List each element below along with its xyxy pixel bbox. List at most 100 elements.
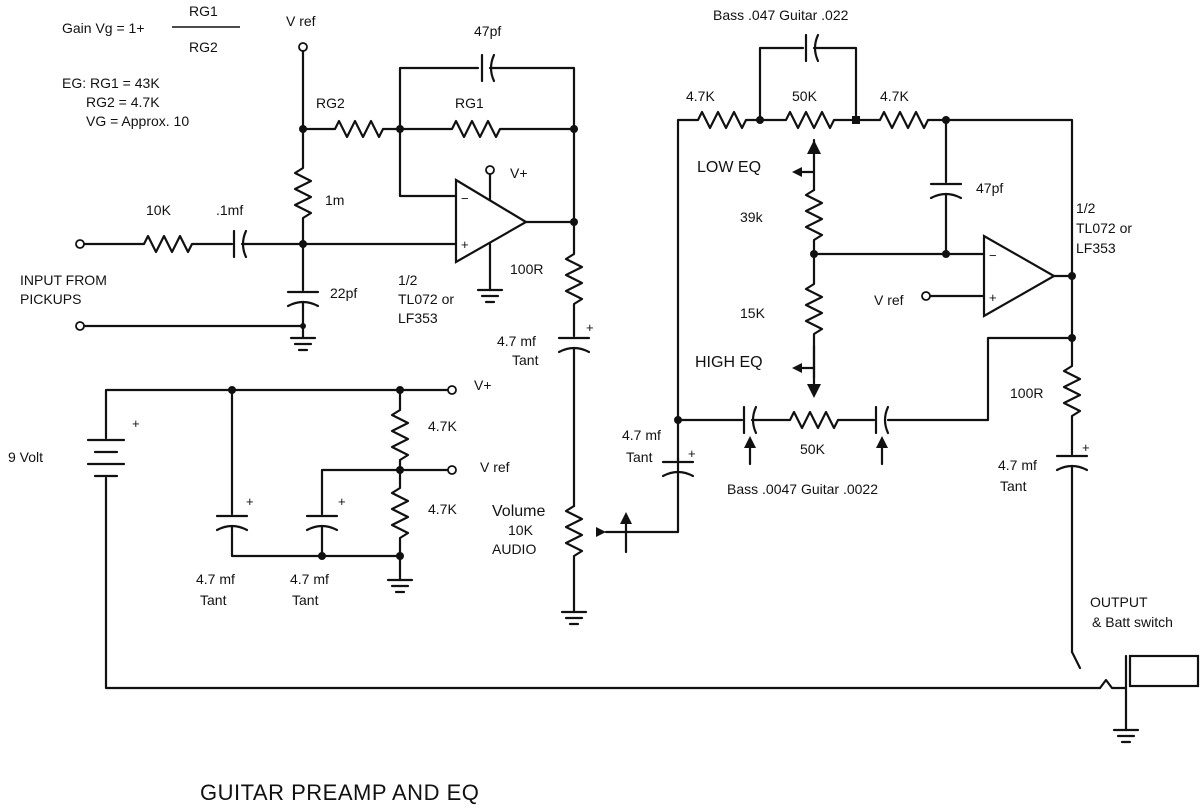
- gain-formula: Gain Vg = 1+ RG1 RG2 EG: RG1 = 43K RG2 =…: [62, 3, 240, 129]
- eq-stage: Bass .047 Guitar .022 4.7K 50K 4.7K 47pf…: [622, 7, 1200, 744]
- svg-text:47pf: 47pf: [474, 23, 501, 39]
- pot-50k-bottom: [750, 410, 876, 430]
- svg-text:15K: 15K: [740, 305, 766, 321]
- svg-text:V ref: V ref: [286, 13, 316, 29]
- svg-text:TL072 or: TL072 or: [1076, 220, 1132, 236]
- resistor-100r-2: [1062, 336, 1082, 456]
- svg-text:EG: RG1 = 43K: EG: RG1 = 43K: [62, 75, 160, 91]
- svg-text:50K: 50K: [800, 441, 826, 457]
- resistor-4k7-eq-right: [854, 110, 948, 130]
- volume-pot: [564, 504, 584, 614]
- resistor-4k7-bottom: [390, 468, 410, 558]
- svg-text:50K: 50K: [792, 88, 818, 104]
- svg-text:100R: 100R: [510, 261, 543, 277]
- svg-text:V ref: V ref: [874, 292, 904, 308]
- svg-text:+: +: [338, 494, 346, 509]
- svg-text:Tant: Tant: [292, 592, 319, 608]
- output-jack: [1128, 654, 1200, 688]
- svg-text:+: +: [586, 320, 594, 335]
- svg-text:Tant: Tant: [626, 449, 653, 465]
- svg-text:AUDIO: AUDIO: [492, 541, 536, 557]
- svg-text:1/2: 1/2: [398, 272, 418, 288]
- svg-text:47pf: 47pf: [976, 180, 1003, 196]
- svg-text:INPUT FROM: INPUT FROM: [20, 272, 107, 288]
- svg-text:9 Volt: 9 Volt: [8, 449, 43, 465]
- svg-text:V+: V+: [510, 165, 528, 181]
- svg-text:1/2: 1/2: [1076, 200, 1096, 216]
- ground-symbol-3: [560, 610, 588, 626]
- svg-text:Tant: Tant: [200, 592, 227, 608]
- input-ground-terminal: [75, 321, 85, 331]
- vref-opamp2-terminal: [921, 291, 931, 301]
- svg-text:LF353: LF353: [398, 310, 438, 326]
- ground-symbol-1: [289, 336, 317, 352]
- svg-text:10K: 10K: [508, 522, 534, 538]
- svg-text:+: +: [461, 237, 469, 252]
- vref-supply-terminal: [447, 465, 457, 475]
- diagram-title: GUITAR PREAMP AND EQ: [200, 780, 479, 805]
- resistor-4k7-eq-left: [676, 110, 762, 420]
- resistor-39k: [804, 188, 824, 256]
- resistor-100r-1: [564, 220, 584, 338]
- svg-text:4.7K: 4.7K: [686, 88, 715, 104]
- svg-text:+: +: [1082, 440, 1090, 455]
- vplus-supply-terminal: [447, 385, 457, 395]
- svg-text:RG2 = 4.7K: RG2 = 4.7K: [86, 94, 160, 110]
- svg-text:LOW EQ: LOW EQ: [697, 159, 761, 176]
- svg-text:39k: 39k: [740, 209, 764, 225]
- svg-text:4.7K: 4.7K: [880, 88, 909, 104]
- resistor-15k: [804, 252, 824, 380]
- svg-text:10K: 10K: [146, 202, 172, 218]
- opamp-1: [454, 178, 529, 264]
- resistor-1m: [293, 127, 313, 246]
- svg-text:VG = Approx. 10: VG = Approx. 10: [86, 113, 189, 129]
- preamp-stage: V ref RG2 RG1 47pf 1m INPUT FROM PICKUPS…: [20, 13, 680, 626]
- svg-text:RG1: RG1: [189, 3, 218, 19]
- pot-50k-top: [758, 110, 858, 130]
- svg-text:OUTPUT: OUTPUT: [1090, 594, 1148, 610]
- svg-text:RG2: RG2: [189, 39, 218, 55]
- svg-text:4.7 mf: 4.7 mf: [998, 457, 1037, 473]
- svg-text:+: +: [989, 290, 997, 305]
- svg-text:Tant: Tant: [512, 352, 539, 368]
- svg-text:4.7K: 4.7K: [428, 501, 457, 517]
- svg-text:+: +: [132, 416, 140, 431]
- svg-text:−: −: [461, 191, 469, 206]
- svg-text:V ref: V ref: [480, 459, 510, 475]
- svg-text:4.7 mf: 4.7 mf: [622, 427, 661, 443]
- input-terminal: [75, 239, 85, 249]
- ground-symbol-2: [476, 288, 504, 304]
- resistor-rg1: [398, 119, 576, 139]
- svg-text:V+: V+: [474, 377, 492, 393]
- svg-text:4.7 mf: 4.7 mf: [497, 333, 536, 349]
- svg-text:Bass .047 Guitar .022: Bass .047 Guitar .022: [713, 7, 849, 23]
- svg-text:4.7 mf: 4.7 mf: [290, 571, 329, 587]
- svg-text:& Batt switch: & Batt switch: [1092, 614, 1173, 630]
- ground-symbol-4: [386, 578, 414, 594]
- svg-text:22pf: 22pf: [330, 285, 357, 301]
- resistor-4k7-top: [390, 388, 410, 472]
- opamp-2: [982, 234, 1057, 318]
- svg-text:Bass .0047 Guitar .0022: Bass .0047 Guitar .0022: [727, 481, 878, 497]
- svg-text:1m: 1m: [325, 192, 344, 208]
- resistor-rg2: [301, 119, 402, 139]
- svg-text:Tant: Tant: [1000, 478, 1027, 494]
- svg-text:−: −: [989, 248, 997, 263]
- svg-text:TL072 or: TL072 or: [398, 291, 454, 307]
- svg-text:+: +: [688, 446, 696, 461]
- volume-wiper-arrow: [596, 527, 606, 537]
- svg-text:Volume: Volume: [492, 503, 545, 520]
- svg-text:100R: 100R: [1010, 385, 1043, 401]
- svg-text:4.7 mf: 4.7 mf: [196, 571, 235, 587]
- resistor-10k: [82, 234, 234, 254]
- svg-text:4.7K: 4.7K: [428, 418, 457, 434]
- svg-text:HIGH EQ: HIGH EQ: [695, 354, 763, 371]
- vref-top-terminal: [298, 42, 308, 52]
- vplus-opamp1-terminal: [485, 165, 495, 175]
- power-supply: 9 Volt + V+ 4.7K V ref 4.7K + 4.7 mf Tan…: [8, 377, 1102, 690]
- svg-text:Gain Vg = 1+: Gain Vg = 1+: [62, 20, 145, 36]
- svg-text:.1mf: .1mf: [216, 202, 243, 218]
- ground-symbol-5: [1112, 728, 1140, 744]
- svg-text:RG2: RG2: [316, 95, 345, 111]
